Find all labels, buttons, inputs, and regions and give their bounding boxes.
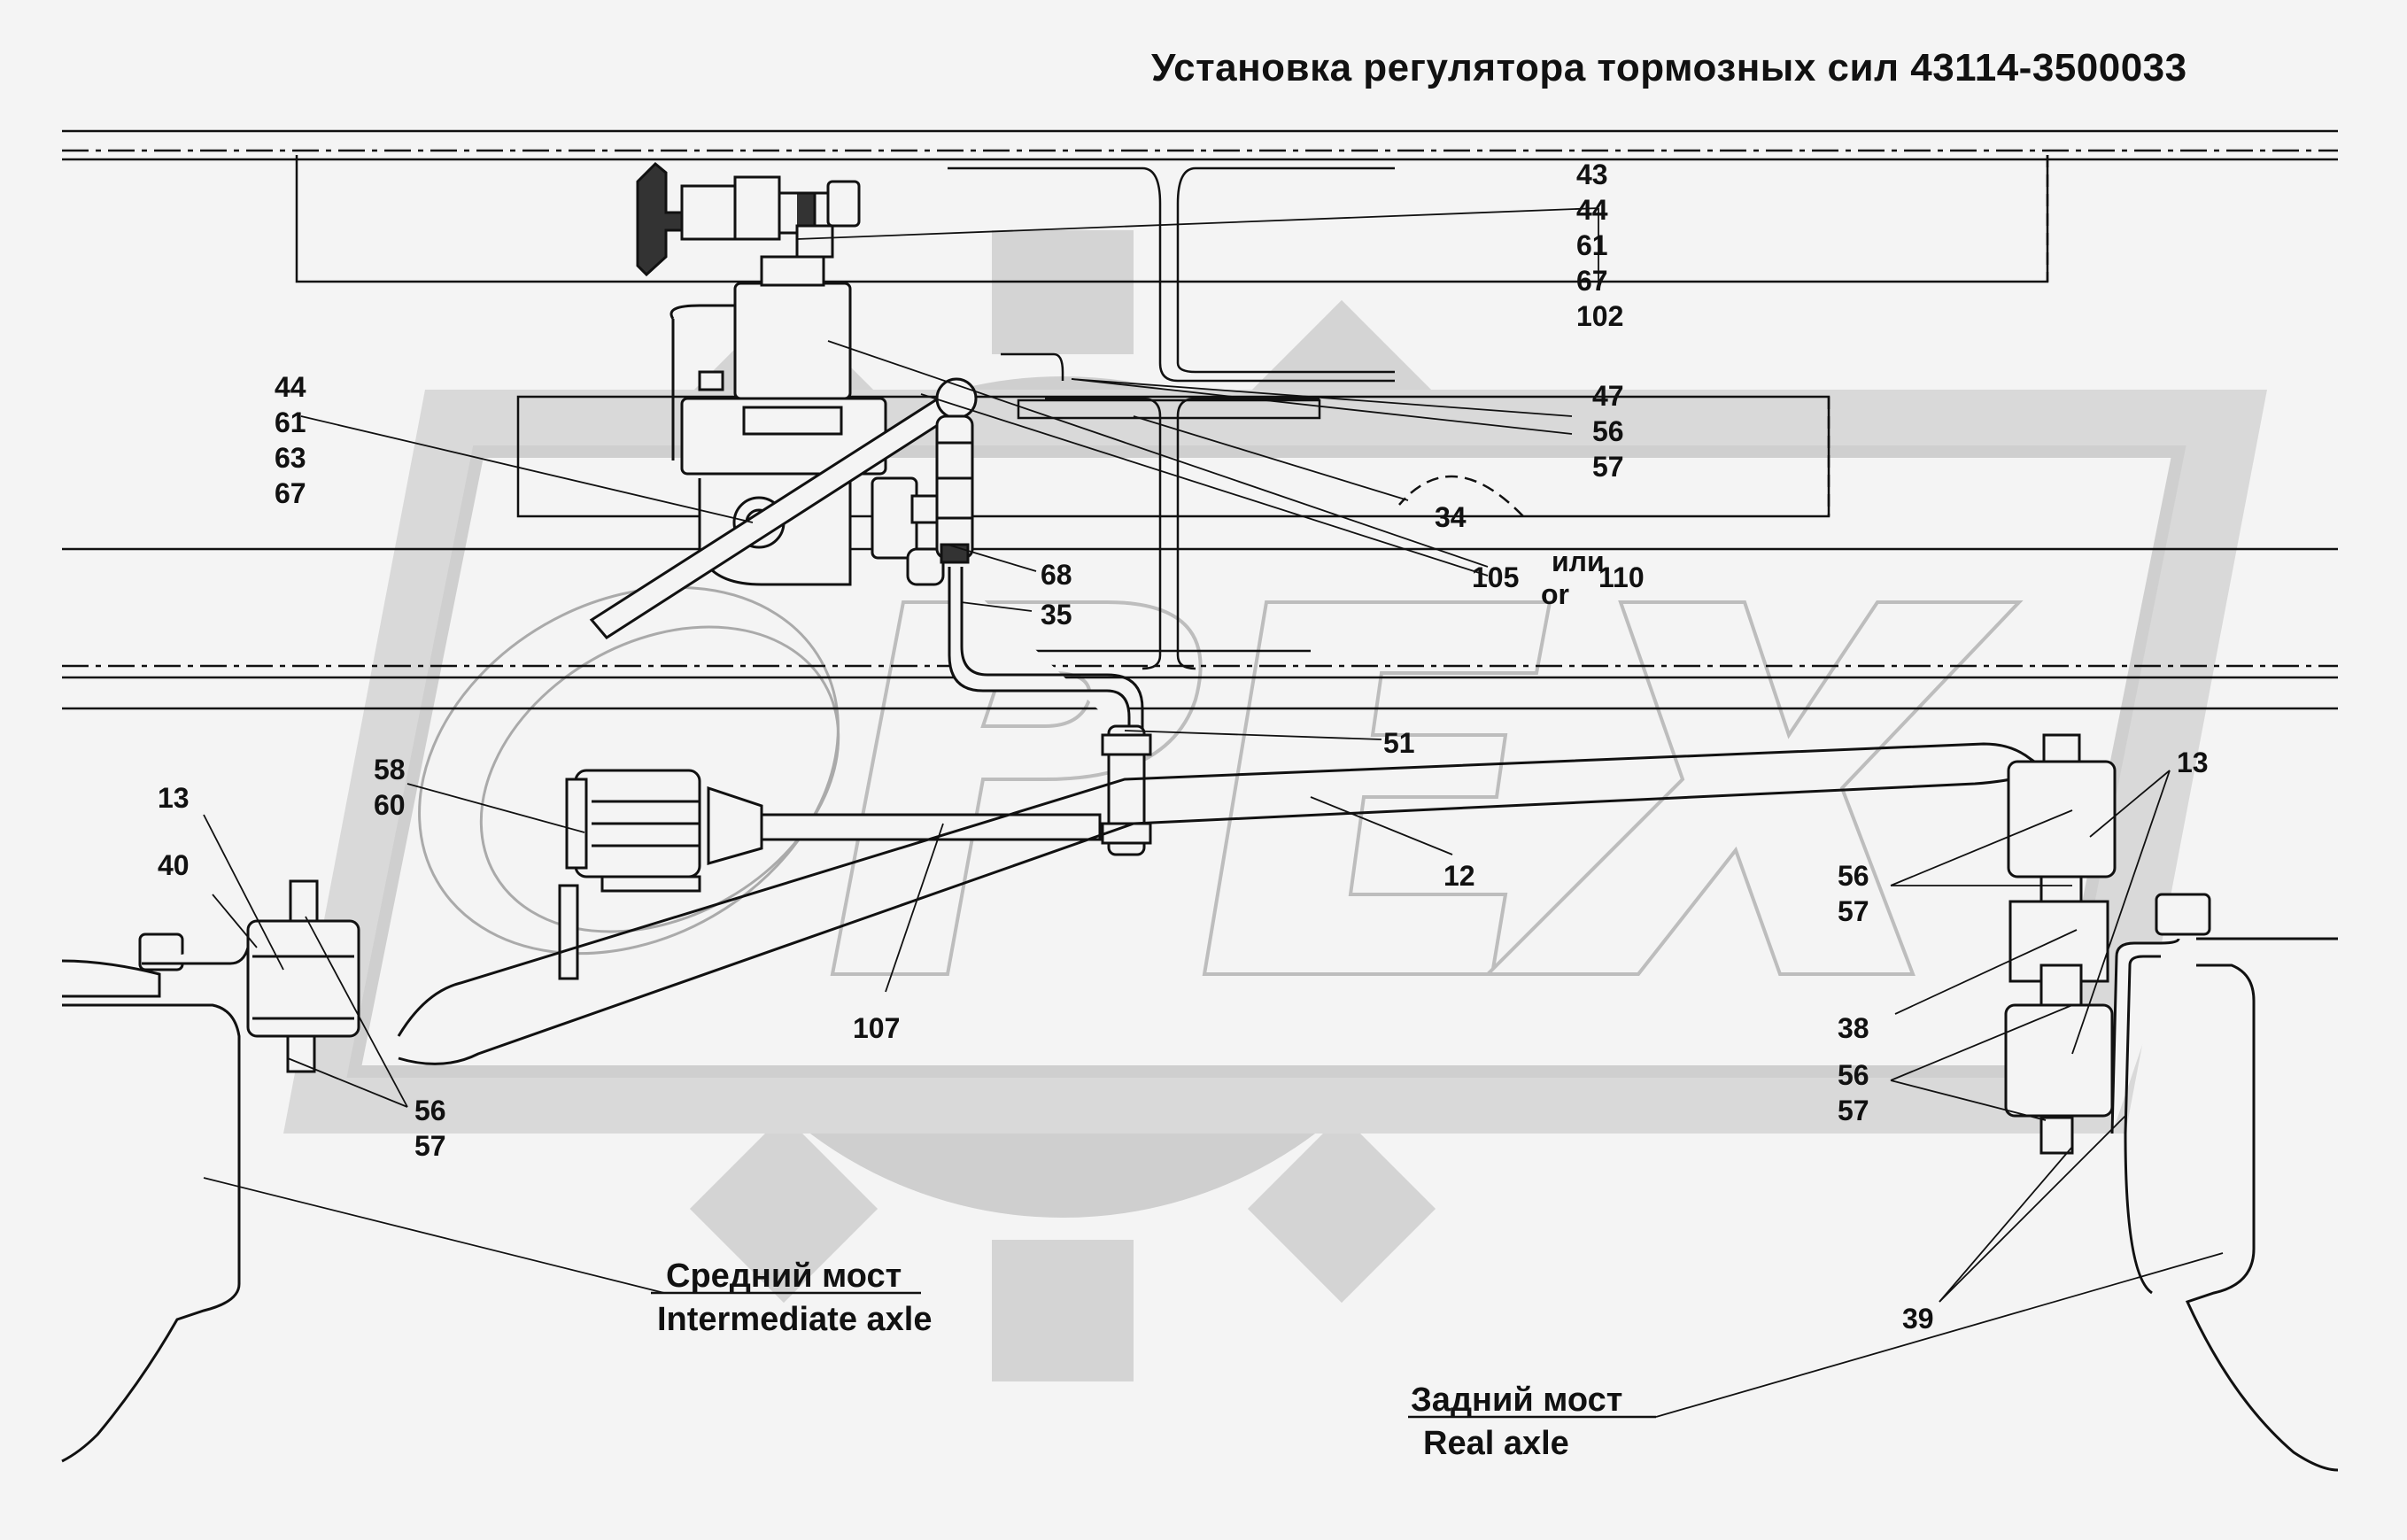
callout-60: 60	[374, 789, 406, 821]
callout-58: 58	[374, 754, 406, 785]
callout-57-right-bottom: 57	[1838, 1095, 1869, 1126]
callout-68: 68	[1041, 559, 1072, 591]
axle-intermediate-ru: Средний мост	[666, 1258, 902, 1295]
lower-linkage	[558, 724, 1152, 980]
vertical-rod	[935, 414, 1144, 739]
callout-12: 12	[1443, 860, 1475, 892]
left-axle-assembly	[61, 879, 360, 1463]
callout-57-mid: 57	[1592, 451, 1624, 483]
callout-ili: или	[1552, 546, 1605, 577]
callout-44: 44	[1576, 194, 1608, 226]
callout-110: 110	[1598, 561, 1645, 593]
frame-rails	[62, 129, 2338, 710]
callout-47: 47	[1592, 380, 1624, 412]
callout-13-left: 13	[158, 782, 190, 814]
leader-lines	[203, 207, 2224, 1419]
callout-56-left: 56	[414, 1095, 446, 1126]
callout-61-left: 61	[275, 406, 306, 438]
callout-or: or	[1541, 578, 1569, 610]
crossmember	[948, 166, 1395, 670]
callout-43: 43	[1576, 159, 1608, 190]
callout-39: 39	[1902, 1303, 1934, 1335]
callout-56-right-top: 56	[1838, 860, 1869, 892]
callout-38: 38	[1838, 1012, 1869, 1044]
callout-57-left: 57	[414, 1130, 446, 1162]
callout-44-left: 44	[275, 371, 306, 403]
callout-67-left: 67	[275, 477, 306, 509]
callout-40: 40	[158, 849, 190, 881]
bracket-outlines	[295, 155, 2049, 518]
page-title: Установка регулятора тормозных сил 43114…	[1151, 46, 2187, 89]
right-axle-assembly	[2004, 733, 2339, 1472]
axle-rear-en: Real axle	[1423, 1425, 1569, 1462]
callout-67: 67	[1576, 265, 1608, 297]
callout-63: 63	[275, 442, 306, 474]
axle-intermediate-en: Intermediate axle	[657, 1301, 932, 1338]
axle-rear-ru: Задний мост	[1411, 1381, 1622, 1419]
callout-56-mid: 56	[1592, 415, 1624, 447]
callout-51: 51	[1383, 727, 1415, 759]
callout-56-right-bottom: 56	[1838, 1059, 1869, 1091]
callout-labels: 43 44 61 67 102 44 61 63 67 47 56 57 34 …	[158, 159, 2209, 1462]
callout-13-right: 13	[2177, 747, 2209, 778]
callout-57-right-top: 57	[1838, 895, 1869, 927]
callout-35: 35	[1041, 599, 1072, 631]
callout-102: 102	[1576, 300, 1623, 332]
callout-105: 105	[1472, 561, 1519, 593]
callout-61: 61	[1576, 229, 1608, 261]
callout-34: 34	[1435, 501, 1467, 533]
top-fitting	[636, 161, 861, 277]
callout-107: 107	[853, 1012, 900, 1044]
